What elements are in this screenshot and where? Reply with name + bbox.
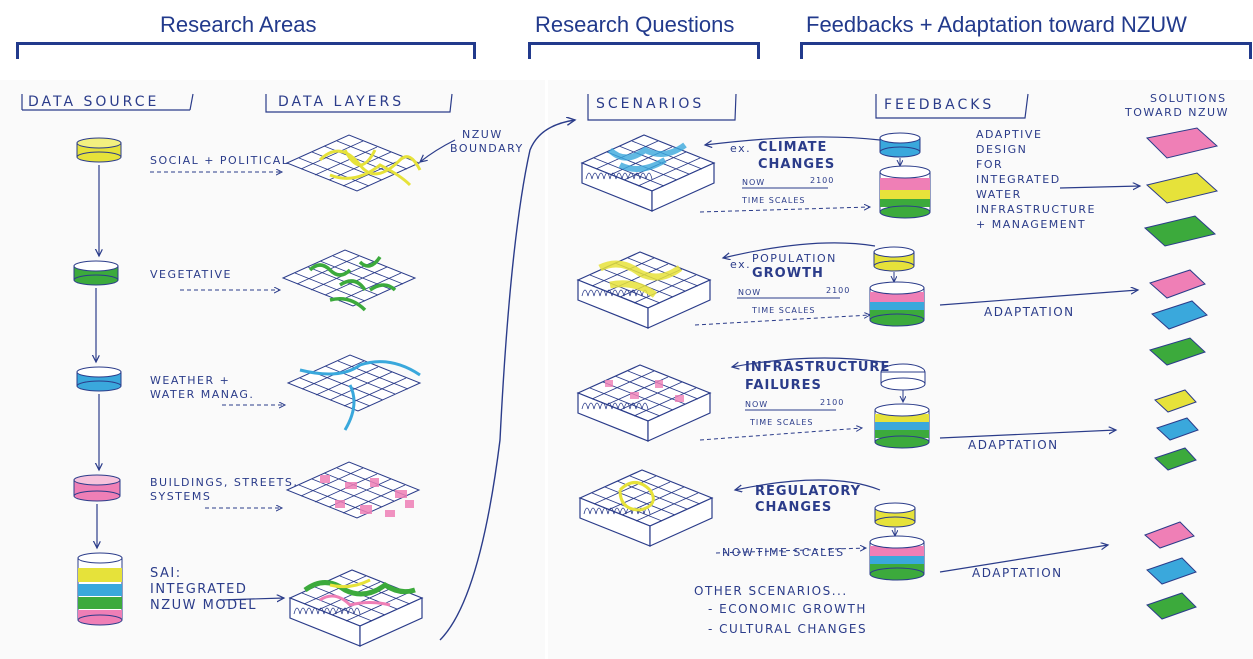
feedback-text-3: FOR [976,158,1004,171]
timescale-label-3: TIME SCALES [750,418,814,427]
feedback-stack-3 [874,363,930,449]
boundary-label-1: NZUW [462,128,503,141]
cyl-yellow [76,137,122,163]
cyl-green [73,260,119,286]
feedback-stack-4 [869,502,925,581]
timescale-label-1: TIME SCALES [742,196,806,205]
feedback-text-6: INFRASTRUCTURE [976,203,1096,216]
timescale-now-2: NOW [738,288,762,297]
bracket-research-questions [528,42,760,59]
scenario-title-4a: REGULATORY [755,484,862,499]
scenario-title-4b: CHANGES [755,500,833,515]
cyl-stack [77,552,123,626]
adaptation-label-1: ADAPTATION [984,305,1075,319]
source-label-buildings-1: BUILDINGS, STREETS, [150,476,299,489]
timescale-now-3: NOW [745,400,769,409]
source-label-weather-1: WEATHER + [150,374,231,387]
scenario-title-3b: FAILURES [745,378,822,393]
feedback-text-1: ADAPTIVE [976,128,1043,141]
scenario-title-1a: CLIMATE [758,140,828,155]
source-cylinders [73,137,123,626]
source-label-buildings-2: SYSTEMS [150,490,212,503]
source-label-vegetative: VEGETATIVE [150,268,232,281]
layer-vegetative [282,249,416,312]
ex-label-2: ex. [730,258,752,271]
layer-integrated-block [289,569,423,647]
scenario-block-3 [577,364,711,442]
scenario-block-4 [579,469,713,547]
col-data-layers: DATA LAYERS [278,94,405,110]
other-scenarios-title: OTHER SCENARIOS... [694,584,848,598]
timescale-now-1: NOW [742,178,766,187]
source-label-model-2: INTEGRATED [150,582,248,597]
bracket-research-areas [16,42,476,59]
timescale-label-4: TIME SCALES [756,546,845,559]
timescale-label-2: TIME SCALES [752,306,816,315]
feedback-text-7: + MANAGEMENT [976,218,1087,231]
timescale-end-1: 2100 [810,176,835,185]
scenario-title-3a: INFRASTRUCTURE [745,360,891,375]
adaptation-label-3: ADAPTATION [972,566,1063,580]
timescale-end-2: 2100 [826,286,851,295]
source-label-weather-2: WATER MANAG. [150,388,255,401]
col-solutions-line1: SOLUTIONS [1150,92,1227,105]
scenario-title-1b: CHANGES [758,157,836,172]
scenario-block-1 [581,134,715,212]
header-feedbacks: Feedbacks + Adaptation toward NZUW [806,12,1187,37]
timescale-end-3: 2100 [820,398,845,407]
timescale-now-4: NOW [722,546,755,559]
solution-diamonds [1143,127,1219,620]
source-label-social: SOCIAL + POLITICAL [150,154,290,167]
ex-label-1: ex. [730,142,752,155]
scenario-title-2a: POPULATION [752,252,837,265]
layer-buildings [286,461,420,519]
cyl-blue [76,366,122,392]
col-feedbacks: FEEDBACKS [884,97,995,113]
source-label-model-1: SAI: [150,566,182,581]
other-scenario-cultural: - CULTURAL CHANGES [708,622,868,636]
feedback-stack-1 [879,132,931,219]
feedback-text-5: WATER [976,188,1022,201]
feedback-text-2: DESIGN [976,143,1028,156]
scenario-block-2 [577,251,711,329]
col-scenarios: SCENARIOS [596,96,705,112]
header-research-areas: Research Areas [160,12,317,37]
source-label-model-3: NZUW MODEL [150,598,258,613]
other-scenario-economic: - ECONOMIC GROWTH [708,602,867,616]
feedback-stack-2 [869,246,925,327]
col-solutions-line2: TOWARD NZUW [1125,106,1229,119]
layer-social [286,134,422,192]
header-research-questions: Research Questions [535,12,735,37]
boundary-label-2: BOUNDARY [450,142,524,155]
cyl-pink [73,474,121,502]
adaptation-label-2: ADAPTATION [968,438,1059,452]
bracket-feedbacks [800,42,1252,59]
scenario-title-2b: GROWTH [752,266,824,281]
layer-weather [287,354,421,431]
feedback-text-4: INTEGRATED [976,173,1061,186]
col-data-source: DATA SOURCE [28,94,160,110]
